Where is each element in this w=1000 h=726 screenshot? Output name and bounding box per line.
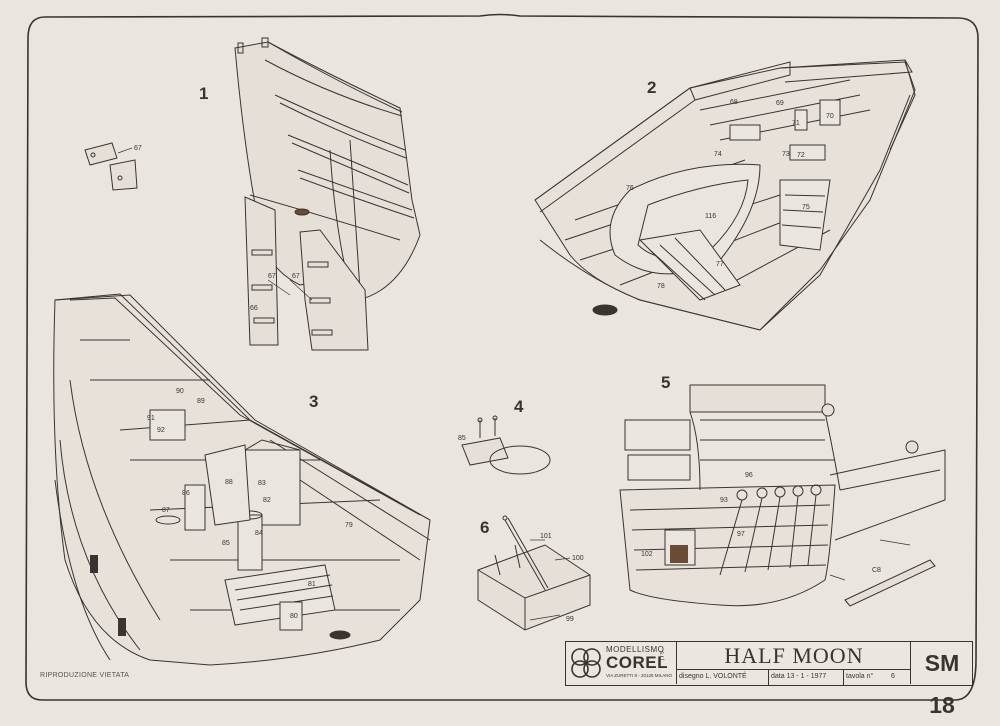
callout: 70 xyxy=(826,113,834,120)
title-block: MODELLISMO COREL s.r.l. VIA ZURETTI 8 - … xyxy=(565,641,973,718)
logo-address: VIA ZURETTI 8 - 20125 MILANO xyxy=(606,673,673,678)
step2-deck-drawing xyxy=(534,59,916,331)
logo-brand-text: COREL xyxy=(606,653,668,672)
step6-block-drawing xyxy=(477,515,591,631)
callout: 77 xyxy=(716,261,724,268)
callout: 87 xyxy=(162,507,170,514)
callout: 99 xyxy=(566,616,574,623)
callout: 73 xyxy=(782,151,790,158)
step-number-4: 4 xyxy=(514,397,524,416)
callout: 72 xyxy=(797,152,805,159)
callout: 66 xyxy=(250,305,258,312)
callout: 92 xyxy=(157,427,165,434)
callout: 97 xyxy=(737,531,745,538)
step5-stern-drawing xyxy=(619,384,946,607)
sheet-frame xyxy=(25,13,979,701)
callout: 89 xyxy=(197,398,205,405)
callout: 96 xyxy=(745,472,753,479)
step-number-5: 5 xyxy=(661,373,671,392)
sheet-number: 6 xyxy=(891,673,895,680)
callout: 81 xyxy=(308,581,316,588)
callout: 67 xyxy=(268,273,276,280)
sheet-label: tavola n° xyxy=(846,673,874,680)
callout: 71 xyxy=(792,120,800,127)
step-number-6: 6 xyxy=(480,518,490,537)
step-number-1: 1 xyxy=(199,84,209,103)
callout: 86 xyxy=(182,490,190,497)
logo-top-text: MODELLISMO xyxy=(606,645,665,654)
callout: 80 xyxy=(290,613,298,620)
callout: 91 xyxy=(147,415,155,422)
callout: 82 xyxy=(263,497,271,504)
drawing-date: data 13 - 1 - 1977 xyxy=(771,673,827,680)
callout: 69 xyxy=(776,100,784,107)
callout: 76 xyxy=(626,185,634,192)
callout: 67 xyxy=(134,145,142,152)
callout: 75 xyxy=(802,204,810,211)
callout: 74 xyxy=(714,151,722,158)
drawing-author: disegno L. VOLONTÉ xyxy=(679,673,747,680)
callout: 93 xyxy=(720,497,728,504)
callout: 85 xyxy=(222,540,230,547)
callout: 84 xyxy=(255,530,263,537)
step4-pin-drawing xyxy=(461,415,551,475)
model-code: SM 18 xyxy=(910,642,973,718)
callout: 78 xyxy=(657,283,665,290)
callout: 68 xyxy=(730,99,738,106)
step1-stern-drawing xyxy=(84,37,421,351)
callout: 85 xyxy=(458,435,466,442)
callout: 88 xyxy=(225,479,233,486)
callout: 101 xyxy=(540,533,552,540)
logo-srl-text: s.r.l. xyxy=(658,651,664,663)
callout: 79 xyxy=(345,522,353,529)
step3-hull-drawing xyxy=(53,293,431,666)
callout: 116 xyxy=(705,213,716,220)
model-name: HALF MOON xyxy=(724,643,864,668)
callout: 102 xyxy=(641,551,653,558)
step-number-2: 2 xyxy=(647,78,657,97)
callout: C8 xyxy=(872,567,881,574)
callout: 90 xyxy=(176,388,184,395)
corel-logo-icon xyxy=(571,648,601,678)
callout: 67 xyxy=(292,273,300,280)
callout: 100 xyxy=(572,555,584,562)
reproduction-notice: RIPRODUZIONE VIETATA xyxy=(40,672,130,679)
drawing-info-row: disegno L. VOLONTÉ data 13 - 1 - 1977 ta… xyxy=(676,669,910,685)
callout: 83 xyxy=(258,480,266,487)
company-logo: MODELLISMO COREL s.r.l. VIA ZURETTI 8 - … xyxy=(566,642,677,684)
step-number-3: 3 xyxy=(309,392,319,411)
